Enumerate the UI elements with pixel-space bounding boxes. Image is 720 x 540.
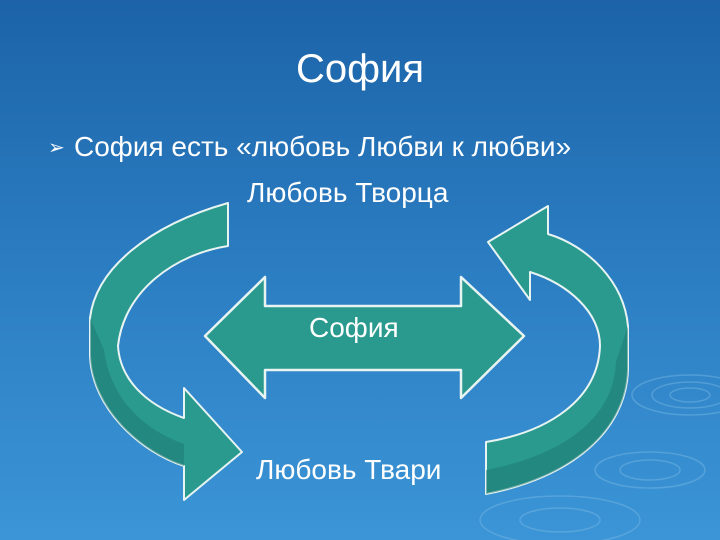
right-arrow-shade: [486, 326, 628, 494]
center-double-arrow: [203, 275, 526, 400]
bullet-text: София есть «любовь Любви к любви»: [74, 131, 572, 162]
bullet-item: ➢ София есть «любовь Любви к любви»: [48, 129, 708, 166]
label-sophia: София: [309, 312, 399, 343]
arrowhead-bullet-icon: ➢: [48, 137, 65, 159]
left-arrow-shade: [90, 318, 184, 466]
label-creature-love: Любовь Твари: [256, 454, 442, 485]
label-creator-love: Любовь Творца: [247, 177, 449, 208]
slide-title: София: [295, 47, 425, 91]
